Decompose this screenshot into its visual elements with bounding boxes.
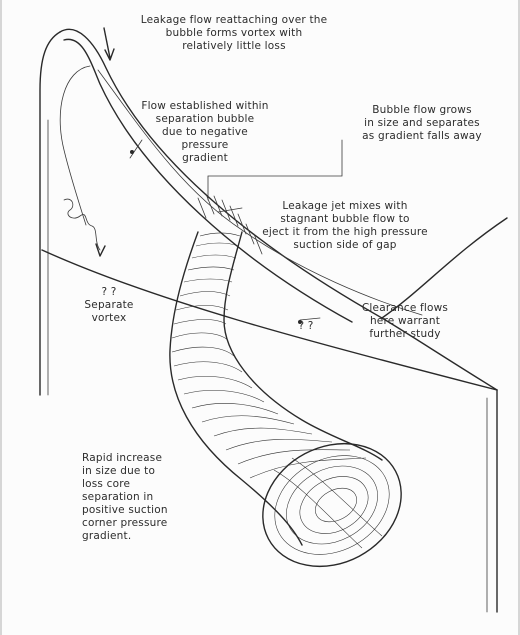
separate-vortex-curl (64, 199, 100, 250)
exit-vortex (241, 420, 423, 590)
blade-left-edge (40, 32, 60, 395)
leakage-loop (60, 66, 90, 225)
annotation-flow-established: Flow established within separation bubbl… (130, 100, 280, 165)
annotation-bubble-grows: Bubble flow grows in size and separates … (332, 104, 512, 143)
separate-vortex-arrow (96, 244, 105, 256)
annotation-leakage-reattach: Leakage flow reattaching over the bubble… (114, 14, 354, 53)
annotation-clearance-flows: Clearance flows here warrant further stu… (340, 302, 470, 341)
annotation-clearance-qmarks: ? ? (292, 320, 320, 333)
annotation-rapid-increase: Rapid increase in size due to loss core … (82, 452, 232, 543)
annotation-leakage-jet: Leakage jet mixes with stagnant bubble f… (240, 200, 450, 252)
annotation-separate-vortex: ? ? Separate vortex (74, 286, 144, 325)
